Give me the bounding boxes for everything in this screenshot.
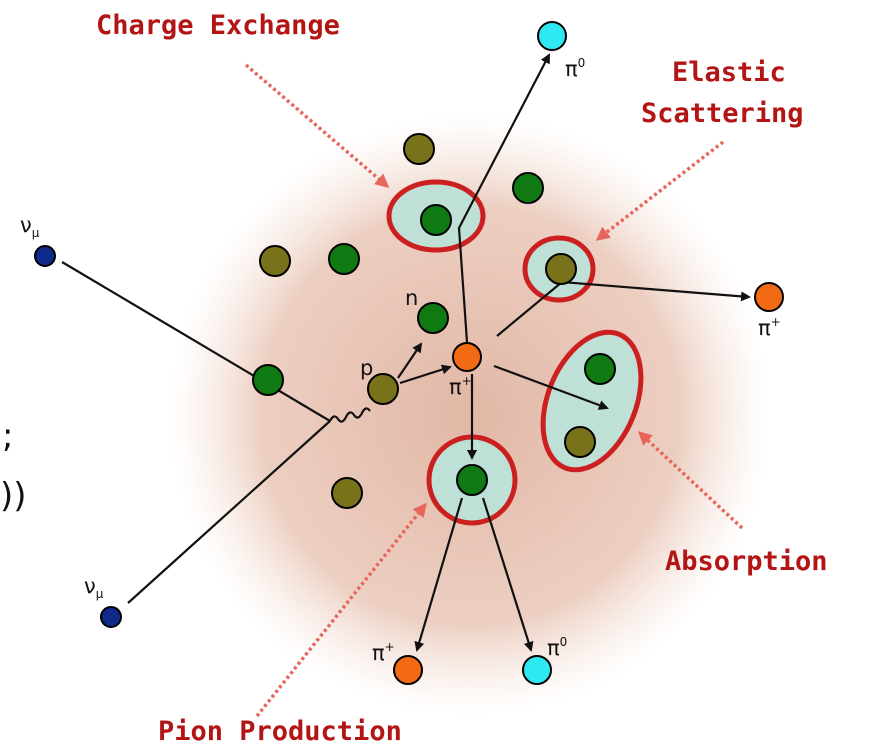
green-nucleon (456, 464, 488, 496)
pion-production-title: Pion Production (158, 716, 402, 747)
charge-exchange-title: Charge Exchange (96, 10, 340, 41)
pi-zero-charge-exchange (537, 21, 567, 51)
neutron-label: n (405, 286, 418, 310)
pi-plus-primary (452, 342, 482, 372)
elastic-scattering-arrow (595, 140, 725, 241)
callout-arrows (244, 63, 744, 718)
incoming-neutrino-label: νμ (20, 213, 40, 240)
proton-to-neutron-track (397, 342, 423, 379)
pi-plus-production-label: π+ (372, 640, 395, 665)
pi-plus-elastic (754, 282, 784, 312)
green-nucleon (512, 172, 544, 204)
absorption-title: Absorption (665, 546, 828, 577)
pion-production-arrow (255, 502, 427, 718)
elastic-title-line2: Scattering (641, 98, 804, 129)
green-nucleon (584, 353, 616, 385)
olive-nucleon (403, 133, 435, 165)
nucleons (252, 133, 616, 509)
outgoing-neutrino (100, 606, 122, 628)
particle-labels: νμ νμ n p π+ π0 π+ π+ π0 (20, 56, 781, 665)
absorption-arrow (637, 430, 744, 530)
charge-exchange-track (457, 53, 550, 343)
pi-zero-production-label: π0 (547, 635, 567, 660)
green-nucleon (252, 364, 284, 396)
pi-plus-primary-label: π+ (449, 374, 472, 399)
particles (34, 21, 784, 685)
green-nucleon (420, 204, 452, 236)
outgoing-neutrino-label: νμ (84, 574, 104, 601)
olive-nucleon (259, 245, 291, 277)
pi-zero-charge-exchange-label: π0 (565, 56, 585, 81)
callout-titles: Charge Exchange Elastic Scattering Absor… (96, 10, 828, 747)
pi-plus-elastic-label: π+ (758, 315, 781, 340)
proton-label: p (360, 356, 373, 380)
pi-plus-production (393, 655, 423, 685)
nucleus-glow (170, 115, 770, 715)
production-pi-zero-track (481, 497, 534, 652)
absorption-track (493, 364, 609, 410)
elastic-title-line1: Elastic (672, 57, 786, 88)
neutron-nucleon (417, 302, 449, 334)
olive-nucleon (564, 426, 596, 458)
proton-to-pion-track (399, 364, 452, 385)
incoming-neutrino-track (61, 261, 331, 422)
olive-nucleon (331, 477, 363, 509)
pi-zero-production (522, 655, 552, 685)
proton-nucleon (367, 373, 399, 405)
edge-fragment-semicolon: ; (2, 416, 13, 456)
exchanged-boson-wiggle (329, 407, 371, 423)
incoming-neutrino (34, 245, 56, 267)
production-pi-plus-track (414, 497, 464, 652)
green-nucleon (328, 243, 360, 275)
outgoing-neutrino-track (127, 420, 331, 604)
olive-nucleon (545, 253, 577, 285)
charge-exchange-arrow (244, 63, 390, 188)
edge-fragment-parens: )) (0, 476, 27, 516)
